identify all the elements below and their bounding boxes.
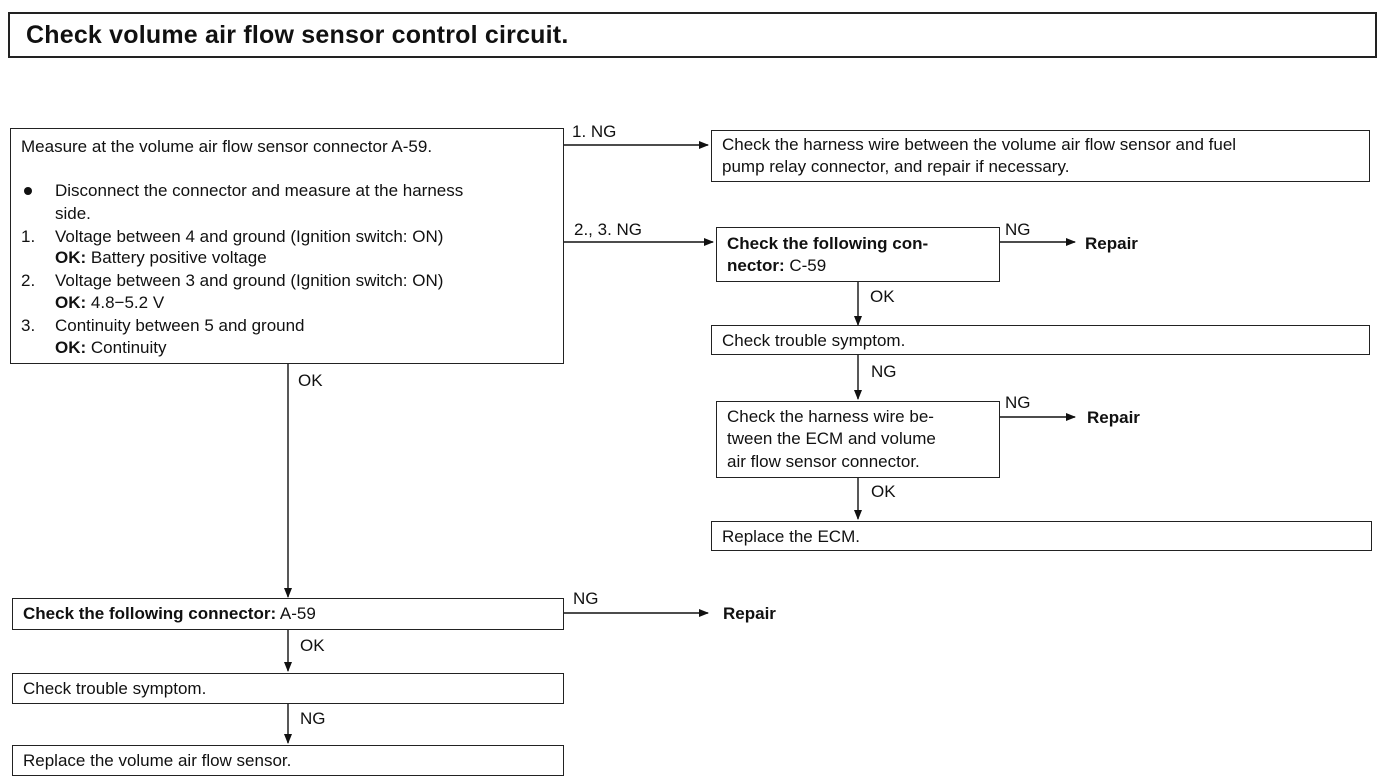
item-2-ok: OK: 4.8−5.2 V (55, 292, 164, 314)
repair-3: Repair (723, 604, 776, 623)
item-3-ok-label: OK: (55, 338, 87, 357)
item-2-ok-label: OK: (55, 293, 87, 312)
c59-line2-bold: nector: (727, 256, 785, 275)
trouble-box-1-text: Check trouble symptom. (722, 331, 906, 350)
label-harness-ok: OK (871, 482, 896, 501)
label-a59-ng: NG (573, 589, 599, 608)
a59-text: Check the following connector: A-59 (23, 603, 316, 625)
label-c59-ng: NG (1005, 220, 1031, 239)
trouble-box-2 (12, 673, 564, 704)
c59-box (716, 227, 1000, 282)
label-ok-main: OK (298, 371, 323, 390)
page-title: Check volume air flow sensor control cir… (8, 12, 1377, 58)
a59-box (12, 598, 564, 630)
item-1-num: 1. (21, 227, 36, 246)
item-1-ok: OK: Battery positive voltage (55, 247, 267, 269)
repair-1: Repair (1085, 234, 1138, 253)
item-2-num: 2. (21, 271, 36, 290)
item-2-ok-value: 4.8−5.2 V (90, 293, 165, 312)
item-3-ok: OK: Continuity (55, 337, 167, 359)
item-1-text: Voltage between 4 and ground (Ignition s… (55, 227, 444, 246)
a59-bold: Check the following connector: (23, 604, 277, 623)
label-harness-ng: NG (1005, 393, 1031, 412)
label-ng1: 1. NG (572, 122, 617, 141)
replace-ecm-text: Replace the ECM. (722, 527, 860, 546)
item-3-ok-value: Continuity (90, 338, 167, 357)
label-ng23: 2., 3. NG (574, 220, 643, 239)
harness-ecm-line3: air flow sensor connector. (727, 452, 920, 471)
harness-ecm-line1: Check the harness wire be- (727, 407, 934, 426)
measure-heading: Measure at the volume air flow sensor co… (21, 137, 433, 156)
harness-fuel-line1: Check the harness wire between the volum… (722, 135, 1237, 154)
measure-bullet: Disconnect the connector and measure at … (55, 181, 464, 200)
harness-ecm-line2: tween the ECM and volume (727, 429, 936, 448)
bullet-icon (24, 187, 32, 195)
label-a59-ok: OK (300, 636, 325, 655)
replace-sensor-text: Replace the volume air flow sensor. (23, 751, 292, 770)
item-3-num: 3. (21, 316, 36, 335)
harness-fuel-box (711, 130, 1370, 182)
c59-line1: Check the following con- (727, 234, 929, 253)
a59-rest: A-59 (279, 604, 316, 623)
label-c59-ok: OK (870, 287, 895, 306)
replace-ecm-box (711, 521, 1372, 551)
item-3-text: Continuity between 5 and ground (55, 316, 305, 335)
item-2-text: Voltage between 3 and ground (Ignition s… (55, 271, 444, 290)
page-title-text: Check volume air flow sensor control cir… (26, 21, 569, 49)
c59-line2-rest: C-59 (789, 256, 827, 275)
measure-box (10, 128, 564, 364)
harness-fuel-line2: pump relay connector, and repair if nece… (722, 157, 1070, 176)
replace-sensor-box (12, 745, 564, 776)
trouble-box-1 (711, 325, 1370, 355)
label-trouble-ng: NG (871, 362, 897, 381)
label-trouble2-ng: NG (300, 709, 326, 728)
harness-ecm-box (716, 401, 1000, 478)
repair-2: Repair (1087, 408, 1140, 427)
measure-bullet-cont: side. (55, 204, 91, 223)
c59-line2: nector: C-59 (727, 255, 826, 277)
item-1-ok-value: Battery positive voltage (90, 248, 267, 267)
item-1-ok-label: OK: (55, 248, 87, 267)
trouble-box-2-text: Check trouble symptom. (23, 679, 207, 698)
